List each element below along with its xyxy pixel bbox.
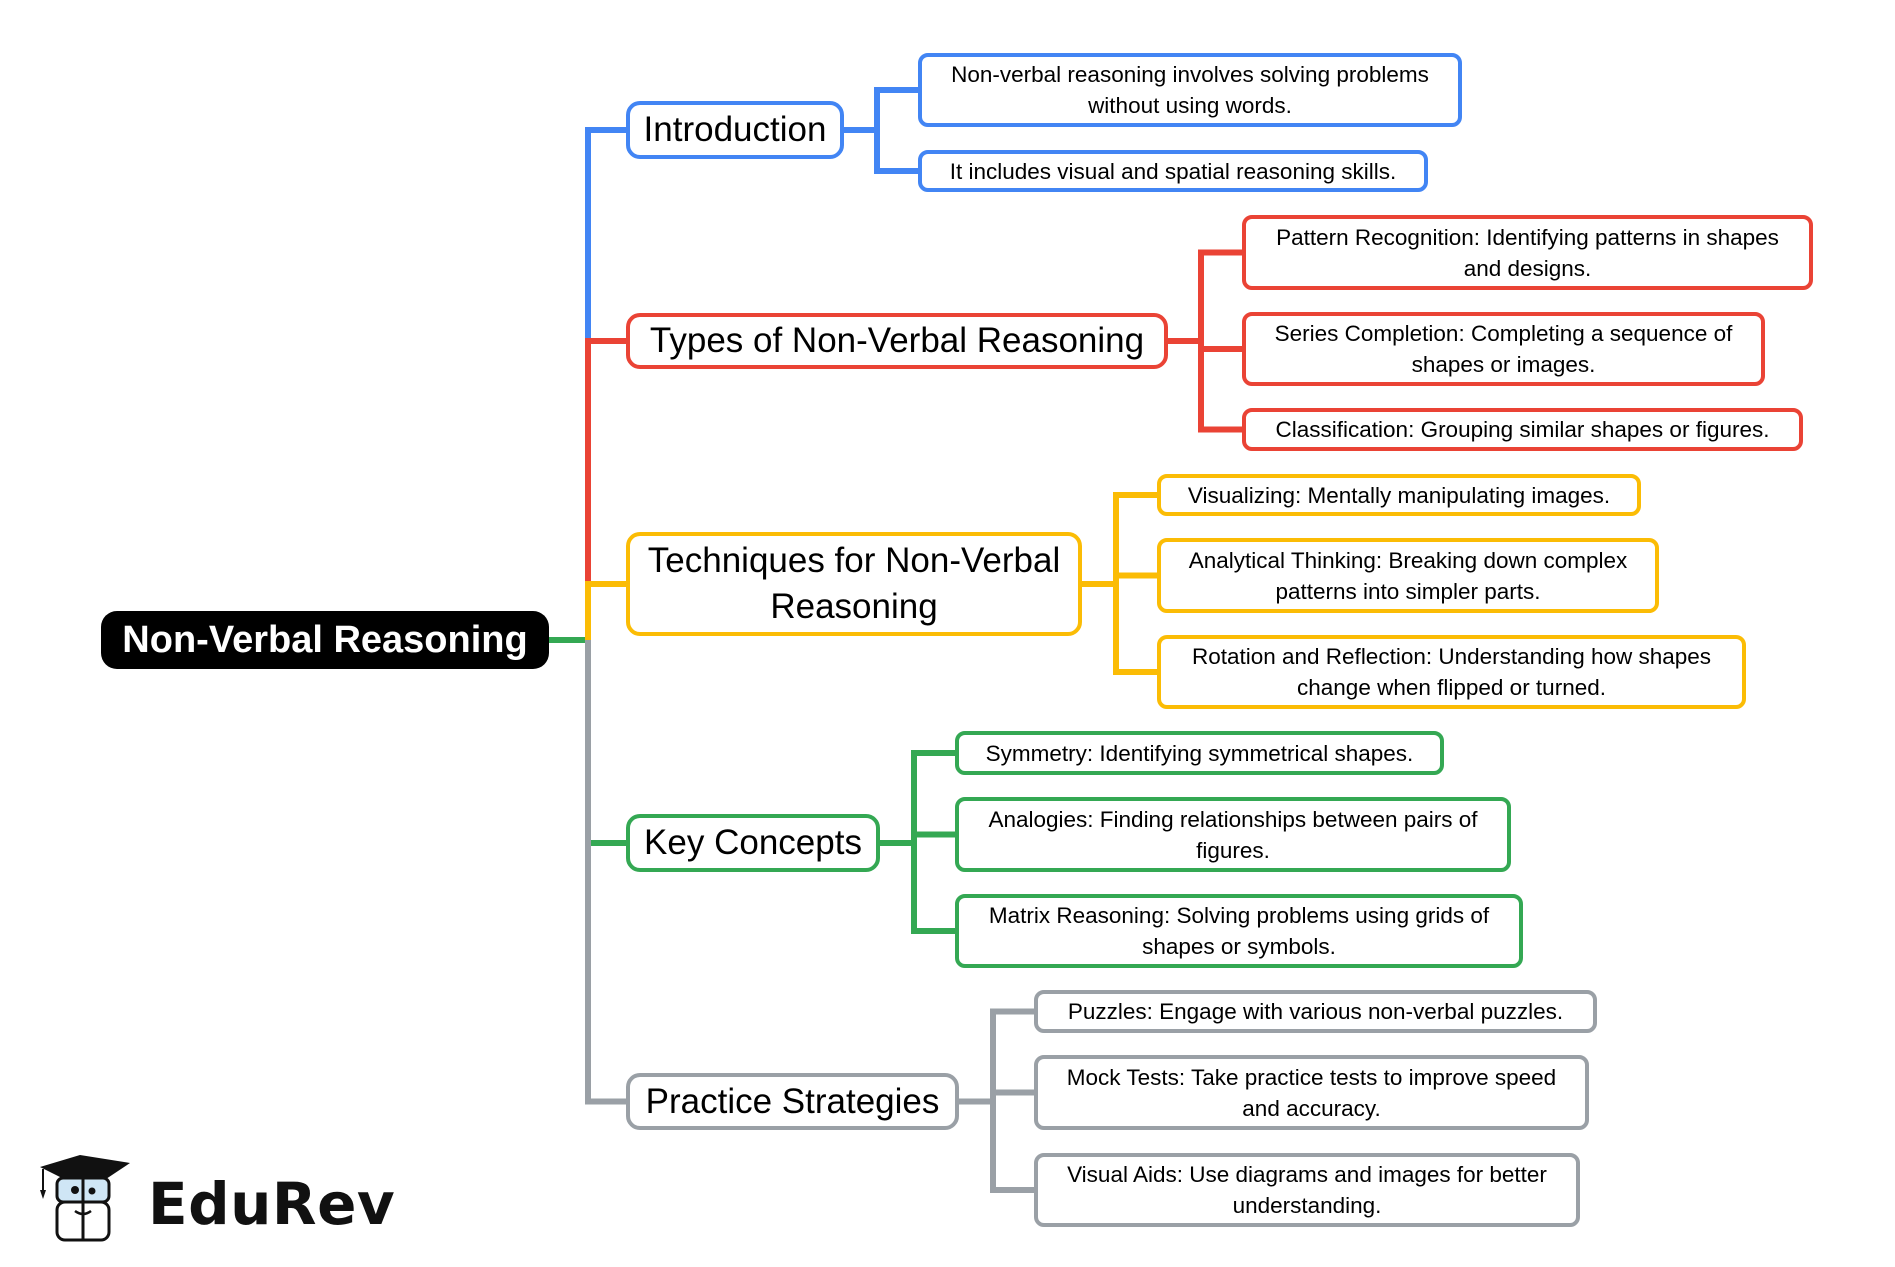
spine-connector <box>585 338 626 640</box>
branch-practice[interactable]: Practice Strategies <box>626 1073 959 1130</box>
leaf-label: Pattern Recognition: Identifying pattern… <box>1276 224 1779 281</box>
leaf-label: Matrix Reasoning: Solving problems using… <box>988 903 1490 959</box>
root-label: Non-Verbal Reasoning <box>122 618 528 661</box>
root-node[interactable]: Non-Verbal Reasoning <box>101 611 549 669</box>
leaf-connector <box>1198 249 1242 341</box>
leaf-label: Analytical Thinking: Breaking down compl… <box>1188 547 1628 604</box>
leaf-label: Series Completion: Completing a sequence… <box>1274 321 1733 377</box>
spine-connector <box>585 640 626 1105</box>
leaf-key-1[interactable]: Symmetry: Identifying symmetrical shapes… <box>955 731 1444 775</box>
branch-label: Key Concepts <box>644 823 862 862</box>
leaf-types-1[interactable]: Pattern Recognition: Identifying pattern… <box>1242 215 1813 290</box>
leaf-practice-3[interactable]: Visual Aids: Use diagrams and images for… <box>1034 1153 1580 1227</box>
branch-label: Techniques for Non-Verbal Reasoning <box>647 541 1061 626</box>
spine-connector <box>585 640 626 846</box>
leaf-connector <box>990 1008 1034 1102</box>
branch-key-concepts[interactable]: Key Concepts <box>626 814 880 872</box>
leaf-connector <box>874 130 918 174</box>
spine-connector <box>585 581 626 640</box>
leaf-types-2[interactable]: Series Completion: Completing a sequence… <box>1242 312 1765 386</box>
leaf-connector <box>1113 584 1157 675</box>
leaf-tech-2[interactable]: Analytical Thinking: Breaking down compl… <box>1157 538 1659 613</box>
leaf-key-3[interactable]: Matrix Reasoning: Solving problems using… <box>955 894 1523 968</box>
leaf-connector <box>1113 572 1157 584</box>
leaf-label: Classification: Grouping similar shapes … <box>1275 417 1770 442</box>
branch-types[interactable]: Types of Non-Verbal Reasoning <box>626 313 1168 369</box>
leaf-types-3[interactable]: Classification: Grouping similar shapes … <box>1242 408 1803 451</box>
leaf-connector <box>911 750 955 843</box>
leaf-label: Non-verbal reasoning involves solving pr… <box>951 62 1429 118</box>
leaf-tech-3[interactable]: Rotation and Reflection: Understanding h… <box>1157 635 1746 709</box>
leaf-connector <box>1198 341 1242 352</box>
branch-label: Introduction <box>643 110 827 149</box>
leaf-label: Puzzles: Engage with various non-verbal … <box>1067 999 1564 1024</box>
leaf-intro-2[interactable]: It includes visual and spatial reasoning… <box>918 150 1428 192</box>
leaf-tech-1[interactable]: Visualizing: Mentally manipulating image… <box>1157 474 1641 516</box>
leaf-label: Symmetry: Identifying symmetrical shapes… <box>985 740 1414 766</box>
leaf-label: Mock Tests: Take practice tests to impro… <box>1066 1064 1557 1121</box>
logo-text: EduRev <box>148 1170 396 1238</box>
leaf-label: Analogies: Finding relationships between… <box>988 806 1478 863</box>
leaf-connector <box>1113 492 1157 584</box>
leaf-connector <box>911 831 955 843</box>
leaf-connector <box>1198 341 1242 433</box>
leaf-label: It includes visual and spatial reasoning… <box>949 158 1397 184</box>
leaf-practice-1[interactable]: Puzzles: Engage with various non-verbal … <box>1034 990 1597 1033</box>
leaf-intro-1[interactable]: Non-verbal reasoning involves solving pr… <box>918 53 1462 127</box>
leaf-label: Rotation and Reflection: Understanding h… <box>1191 644 1712 700</box>
graduation-cap-mascot-icon <box>40 1155 130 1242</box>
branch-techniques[interactable]: Techniques for Non-Verbal Reasoning <box>626 532 1082 636</box>
leaf-practice-2[interactable]: Mock Tests: Take practice tests to impro… <box>1034 1055 1589 1130</box>
leaf-connector <box>990 1101 1034 1193</box>
leaf-label: Visualizing: Mentally manipulating image… <box>1187 482 1611 508</box>
leaf-connector <box>990 1089 1034 1102</box>
leaf-key-2[interactable]: Analogies: Finding relationships between… <box>955 797 1511 872</box>
leaf-label: Visual Aids: Use diagrams and images for… <box>1067 1162 1547 1218</box>
leaf-connector <box>911 843 955 934</box>
branch-introduction[interactable]: Introduction <box>626 101 844 159</box>
leaf-connector <box>874 87 918 130</box>
spine-connector <box>585 127 626 640</box>
branch-label: Types of Non-Verbal Reasoning <box>649 321 1145 360</box>
branch-label: Practice Strategies <box>645 1081 940 1121</box>
